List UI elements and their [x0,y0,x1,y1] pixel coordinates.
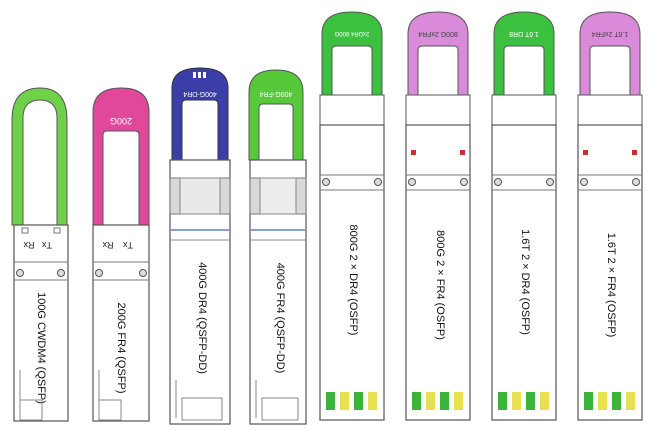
pull-tab-m2 [92,87,150,226]
pull-tab-m7 [493,11,555,96]
module-label-m3: 400G DR4 (QSFP-DD) [196,262,208,374]
module-400g-fr4: 400G-FR4 400G FR4 (QSFP-DD) [248,69,307,425]
module-1-6t-2xdr4: 1.6T DR8 1.6T 2 × DR4 (OSFP) [491,11,557,421]
contacts-m7 [498,392,549,410]
module-400g-dr4: 400G-DR4 400G DR4 (QSFP-DD) [169,67,231,425]
module-800g-2xfr4: 800G 2xFR4 800G 2 × FR4 (OSFP) [405,11,471,421]
pull-tab-m1 [11,87,68,226]
module-body-m8 [577,124,643,421]
module-body-m2 [92,224,150,422]
tab-text-m4: 400G-FR4 [260,90,293,97]
pull-tab-m5 [321,11,383,96]
module-label-m4: 400G FR4 (QSFP-DD) [274,263,286,374]
rx-label-m1: Rx [23,240,34,250]
tab-text-m6: 800G 2xFR4 [418,30,458,37]
contacts-m8 [584,392,635,410]
module-label-m8: 1.6T 2 × FR4 (OSFP) [605,233,617,338]
module-label-m2: 200G FR4 (QSFP) [115,302,127,393]
module-800g-2xdr4: 2xDR4 800G 800G 2 × DR4 (OSFP) [319,11,385,421]
module-200g-fr4: 200G Rx Tx 200G FR4 (QSFP) [92,87,150,422]
module-body-m6 [405,124,471,421]
latch-mark-m8-right [632,150,637,155]
module-label-m7: 1.6T 2 × DR4 (OSFP) [519,229,531,335]
module-100g-cwdm4: Tx Rx 100G CWDM4 (QSFP) [11,87,69,422]
tab-text-m2: 200G [110,116,132,126]
latch-mark-m6-left [411,150,416,155]
pull-tab-m8 [579,11,641,96]
module-label-m1: 100G CWDM4 (QSFP) [35,292,47,404]
latch-mark-m8-left [583,150,588,155]
contacts-m6 [412,392,463,410]
pull-tab-m4 [248,69,304,161]
tab-text-m5: 2xDR4 800G [334,30,369,36]
module-body-m1 [13,224,69,422]
module-label-m5: 800G 2 × DR4 (OSFP) [347,225,359,336]
tx-label-m2: Tx [123,240,133,250]
module-body-m5 [319,124,385,421]
contacts-m5 [326,392,377,410]
module-1-6t-2xfr4: 1.6T 2xFR4 1.6T 2 × FR4 (OSFP) [577,11,643,421]
tx-label-m1: Tx [42,240,52,250]
module-label-m6: 800G 2 × FR4 (OSFP) [434,230,446,340]
latch-mark-m6-right [460,150,465,155]
tab-text-m8: 1.6T 2xFR4 [592,30,629,37]
module-body-m7 [491,124,557,421]
tab-text-m7: 1.6T DR8 [509,30,539,37]
rx-label-m2: Rx [102,240,113,250]
pull-tab-m6 [407,11,469,96]
pull-tab-m3 [171,67,229,161]
tab-text-m3: 400G-DR4 [183,90,217,97]
